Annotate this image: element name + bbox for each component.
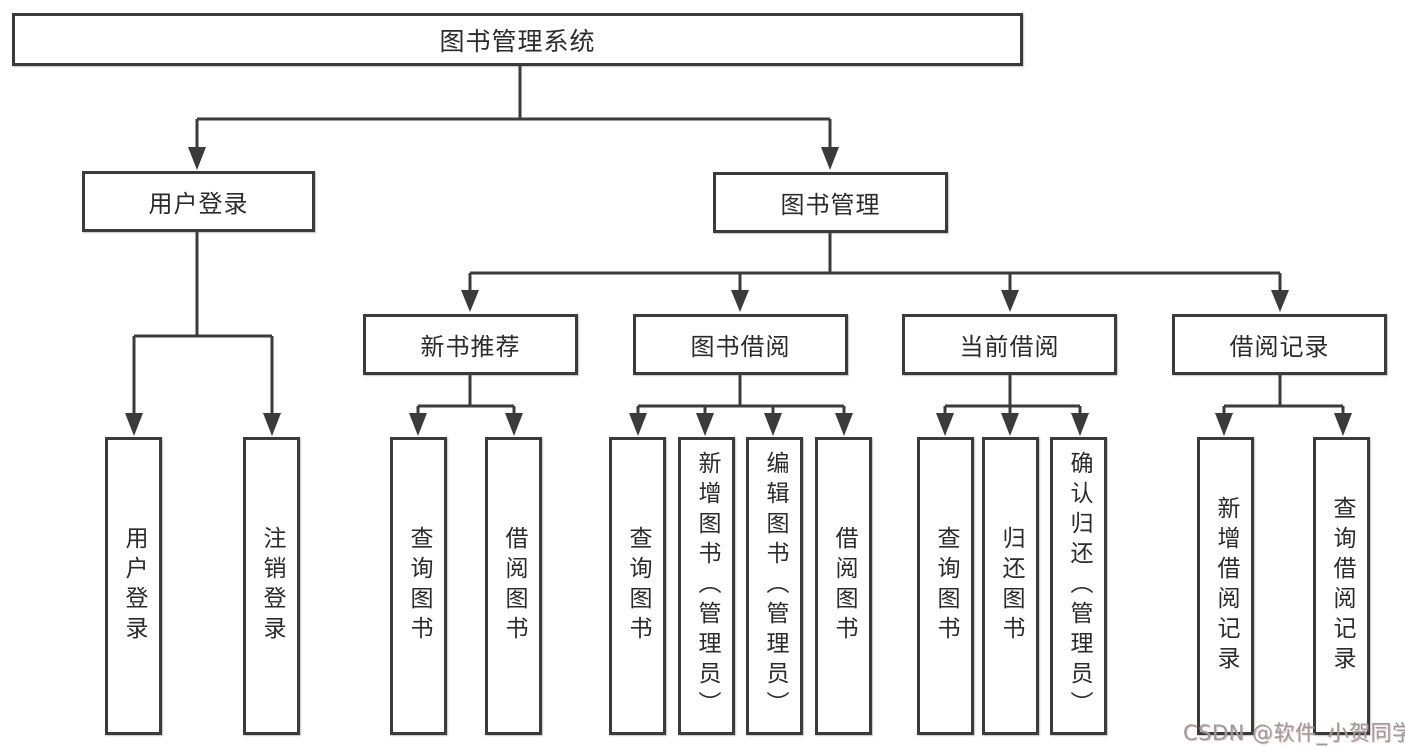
node-library-management-system: 图书管理系统 [12, 13, 1023, 66]
node-borrow-books-recommend: 借阅图书 [485, 437, 542, 735]
node-query-borrow-record: 查询借阅记录 [1313, 437, 1370, 735]
node-add-books-admin: 新增图书（管理员） [678, 437, 735, 735]
node-label: 查询图书 [933, 526, 959, 646]
node-query-books-borrow: 查询图书 [609, 437, 666, 735]
node-label: 图书借阅 [690, 333, 791, 361]
node-label: 新增借阅记录 [1213, 496, 1239, 676]
node-label: 归还图书 [998, 526, 1024, 646]
node-label: 编辑图书（管理员） [762, 451, 788, 721]
node-query-books-recommend: 查询图书 [390, 437, 447, 735]
node-label: 当前借阅 [959, 333, 1060, 361]
node-label: 新书推荐 [420, 333, 521, 361]
node-label: 新增图书（管理员） [694, 451, 720, 721]
node-book-borrowing: 图书借阅 [633, 314, 848, 375]
node-user-login-leaf: 用户登录 [105, 437, 162, 735]
node-book-management: 图书管理 [713, 172, 948, 233]
node-query-books-current: 查询图书 [917, 437, 974, 735]
node-label: 用户登录 [121, 526, 147, 646]
node-label: 查询图书 [625, 526, 651, 646]
node-current-borrowing: 当前借阅 [902, 314, 1117, 375]
csdn-watermark: CSDN @软件_小贺同学 [1183, 721, 1405, 745]
node-label: 查询图书 [406, 526, 432, 646]
node-confirm-return-admin: 确认归还（管理员） [1050, 437, 1107, 735]
node-label: 查询借阅记录 [1329, 496, 1355, 676]
node-user-login: 用户登录 [82, 171, 315, 232]
node-logout: 注销登录 [243, 437, 300, 735]
node-add-borrow-record: 新增借阅记录 [1197, 437, 1254, 735]
node-label: 注销登录 [259, 526, 285, 646]
node-new-book-recommend: 新书推荐 [363, 314, 578, 375]
node-return-books: 归还图书 [982, 437, 1039, 735]
node-label: 借阅图书 [501, 526, 527, 646]
node-label: 图书管理系统 [439, 26, 596, 56]
node-label: 用户登录 [148, 190, 249, 218]
node-label: 借阅记录 [1229, 333, 1330, 361]
node-borrowing-records: 借阅记录 [1172, 314, 1387, 375]
node-label: 图书管理 [780, 191, 881, 219]
node-label: 借阅图书 [831, 526, 857, 646]
node-label: 确认归还（管理员） [1066, 451, 1092, 721]
node-borrow-books: 借阅图书 [815, 437, 872, 735]
node-edit-books-admin: 编辑图书（管理员） [746, 437, 803, 735]
